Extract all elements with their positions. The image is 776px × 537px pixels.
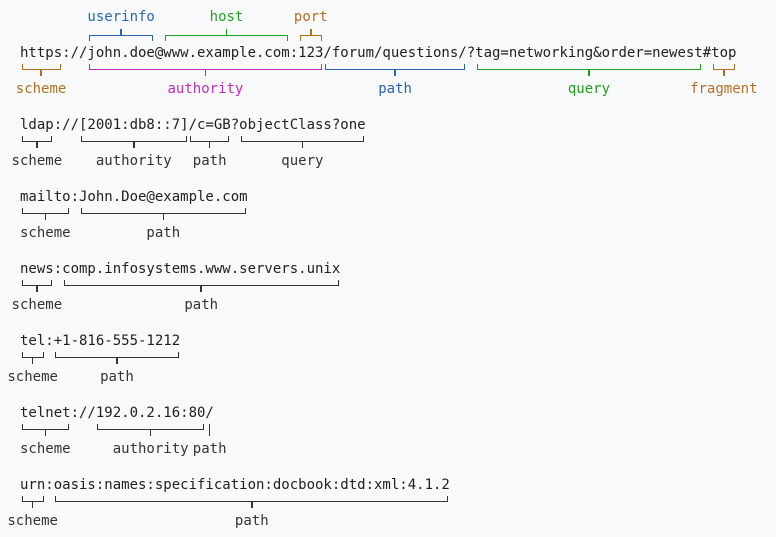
bracket-tick-scheme bbox=[31, 502, 34, 508]
segment-label-query: query bbox=[567, 81, 611, 97]
uri-text-telnet: telnet://192.0.2.16:80/ bbox=[20, 405, 214, 421]
segment-label-path: path bbox=[234, 513, 269, 529]
bracket-tick-scheme bbox=[44, 214, 47, 220]
bracket-tick-path bbox=[394, 70, 396, 76]
segment-label-scheme: scheme bbox=[19, 441, 71, 457]
bracket-scheme bbox=[21, 208, 70, 214]
bracket-tick-query bbox=[301, 142, 304, 148]
bracket-tick-scheme bbox=[40, 70, 42, 76]
bracket-tick-host bbox=[225, 29, 228, 35]
uri-text-tel: tel:+1-816-555-1212 bbox=[20, 333, 181, 349]
bracket-path bbox=[63, 280, 339, 286]
segment-label-path: path bbox=[146, 225, 181, 241]
segment-label-host: host bbox=[209, 9, 244, 25]
bracket-tick-scheme bbox=[36, 286, 38, 292]
bracket-tick-scheme bbox=[36, 142, 38, 148]
bracket-scheme bbox=[21, 136, 53, 142]
segment-label-authority: authority bbox=[112, 441, 189, 457]
bracket-port bbox=[299, 35, 322, 41]
segment-label-scheme: scheme bbox=[15, 81, 67, 97]
uri-text-news: news:comp.infosystems.www.servers.unix bbox=[20, 261, 341, 277]
bracket-tick-authority bbox=[133, 142, 135, 148]
segment-label-path: path bbox=[192, 153, 227, 169]
bracket-tick-path bbox=[208, 142, 211, 148]
segment-label-authority: authority bbox=[167, 81, 244, 97]
segment-label-authority: authority bbox=[95, 153, 172, 169]
bracket-path bbox=[55, 352, 179, 358]
uri-text-https: https://john.doe@www.example.com:123/for… bbox=[20, 45, 737, 61]
segment-label-scheme: scheme bbox=[11, 153, 63, 169]
bracket-tick-path bbox=[116, 358, 118, 364]
bracket-tick-query bbox=[588, 70, 590, 76]
segment-label-port: port bbox=[293, 9, 328, 25]
segment-label-userinfo: userinfo bbox=[87, 9, 155, 25]
bracket-authority bbox=[80, 136, 188, 142]
bracket-fragment bbox=[712, 64, 735, 70]
uri-text-ldap: ldap://[2001:db8::7]/c=GB?objectClass?on… bbox=[20, 117, 366, 133]
bracket-tick-authority bbox=[204, 70, 207, 76]
bracket-tick-userinfo bbox=[120, 29, 122, 35]
segment-label-fragment: fragment bbox=[690, 81, 758, 97]
segment-label-path: path bbox=[184, 297, 219, 313]
bracket-query bbox=[476, 64, 702, 70]
uri-text-mailto: mailto:John.Doe@example.com bbox=[20, 189, 248, 205]
bracket-scheme bbox=[21, 352, 44, 358]
segment-label-query: query bbox=[281, 153, 324, 169]
bracket-tick-path bbox=[251, 502, 253, 508]
segment-label-path: path bbox=[192, 441, 227, 457]
bracket-tick-scheme bbox=[31, 358, 34, 364]
bracket-tick-scheme bbox=[44, 430, 47, 436]
segment-label-scheme: scheme bbox=[11, 297, 63, 313]
segment-label-scheme: scheme bbox=[19, 225, 71, 241]
bracket-tick-port bbox=[310, 29, 312, 35]
bracket-scheme bbox=[21, 496, 44, 502]
bracket-scheme bbox=[21, 424, 70, 430]
bracket-tick-path bbox=[200, 286, 202, 292]
bracket-userinfo bbox=[88, 35, 154, 41]
bracket-path bbox=[80, 208, 247, 214]
bracket-scheme bbox=[21, 64, 61, 70]
bracket-path bbox=[208, 424, 211, 436]
bracket-tick-fragment bbox=[723, 70, 725, 76]
bracket-scheme bbox=[21, 280, 53, 286]
uri-text-urn: urn:oasis:names:specification:docbook:dt… bbox=[20, 477, 450, 493]
bracket-authority bbox=[88, 64, 322, 70]
bracket-tick-path bbox=[162, 214, 165, 220]
bracket-path bbox=[324, 64, 466, 70]
bracket-host bbox=[164, 35, 289, 41]
segment-label-scheme: scheme bbox=[7, 369, 58, 385]
segment-label-path: path bbox=[100, 369, 134, 385]
bracket-tick-authority bbox=[149, 430, 152, 436]
bracket-authority bbox=[97, 424, 204, 430]
bracket-query bbox=[240, 136, 365, 142]
bracket-path bbox=[55, 496, 449, 502]
segment-label-scheme: scheme bbox=[7, 513, 58, 529]
segment-label-path: path bbox=[378, 81, 412, 97]
bracket-path bbox=[190, 136, 230, 142]
